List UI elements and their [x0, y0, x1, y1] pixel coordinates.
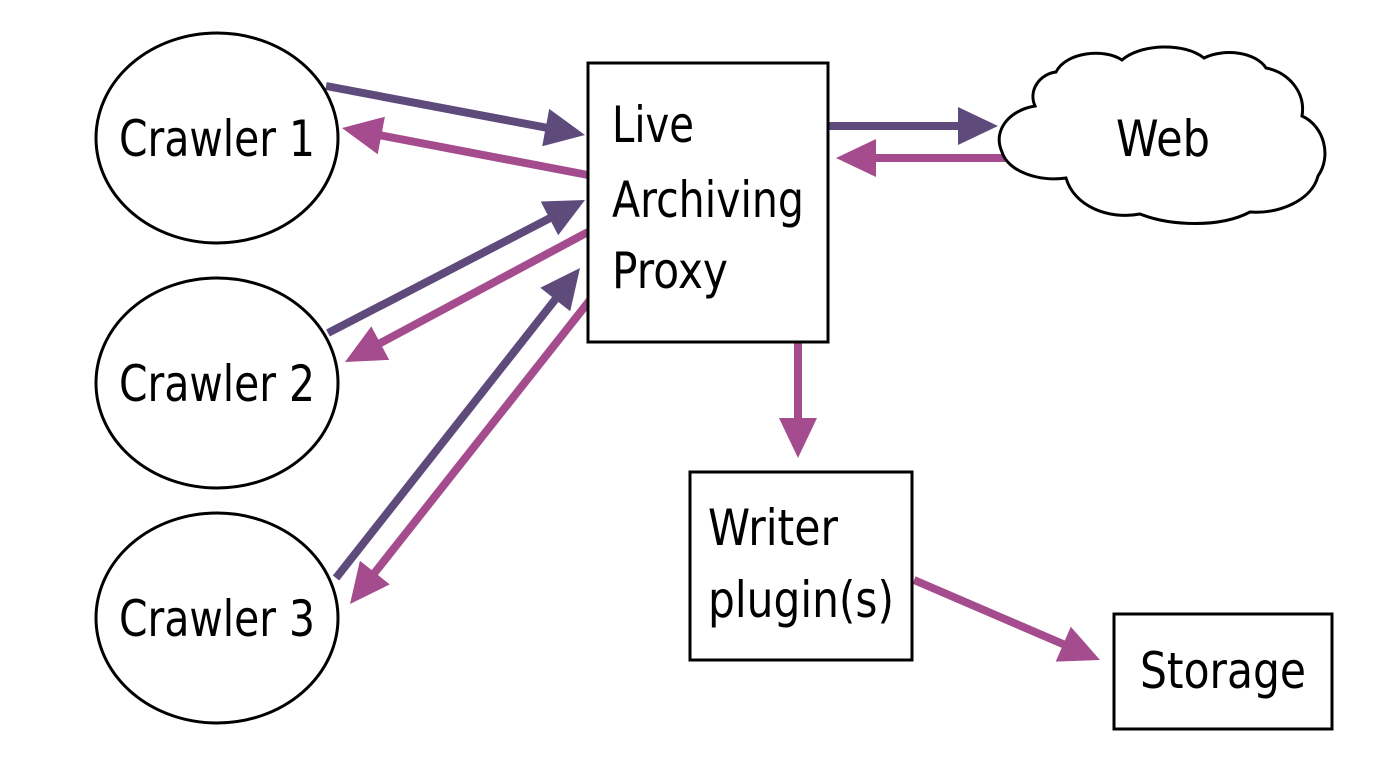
arrowhead-icon	[1055, 626, 1100, 662]
edge-line	[325, 82, 549, 132]
arrowhead-icon	[350, 560, 390, 604]
edge-crawler1-to-proxy	[325, 82, 585, 147]
crawler-1-node[interactable]: Crawler 1	[94, 31, 340, 245]
crawler-3-ellipse	[94, 511, 340, 725]
crawler-1-ellipse	[94, 31, 340, 245]
proxy-label-line-3: Proxy	[612, 242, 728, 300]
proxy-label-line-2: Archiving	[612, 171, 804, 229]
web-node[interactable]: Web	[997, 45, 1327, 225]
cloud-icon	[997, 45, 1327, 225]
edge-line	[376, 228, 590, 348]
edge-crawler3-to-proxy	[332, 268, 580, 581]
edge-proxy-to-web	[829, 107, 998, 145]
edges-layer	[325, 82, 1100, 662]
web-label: Web	[1116, 110, 1210, 168]
edge-writer-to-storage	[912, 576, 1100, 662]
edge-web-to-proxy	[836, 139, 1008, 177]
arrowhead-icon	[540, 200, 585, 236]
crawler-2-label: Crawler 2	[119, 355, 315, 413]
storage-node[interactable]: Storage	[1112, 612, 1334, 731]
edge-proxy-to-crawler1	[342, 116, 589, 179]
crawler-2-ellipse	[94, 276, 340, 490]
arrowhead-icon	[342, 116, 385, 155]
edge-line	[378, 131, 589, 179]
arrowhead-icon	[779, 418, 817, 458]
edge-line	[332, 295, 560, 581]
proxy-box	[586, 61, 830, 344]
edge-crawler2-to-proxy	[326, 200, 585, 337]
edge-line	[912, 576, 1067, 649]
writer-label-line-1: Writer	[708, 499, 838, 557]
writer-box	[688, 470, 914, 662]
storage-label: Storage	[1140, 642, 1306, 700]
proxy-node[interactable]: Live Archiving Proxy	[586, 61, 830, 344]
edge-proxy-to-crawler3	[350, 297, 594, 604]
proxy-label-line-1: Live	[612, 96, 694, 154]
storage-box	[1112, 612, 1334, 731]
crawler-1-label: Crawler 1	[119, 110, 315, 168]
edge-line	[326, 213, 554, 337]
crawler-2-node[interactable]: Crawler 2	[94, 276, 340, 490]
edge-line	[370, 297, 594, 577]
arrowhead-icon	[542, 108, 585, 147]
crawler-3-label: Crawler 3	[119, 590, 315, 648]
edge-proxy-to-crawler2	[345, 228, 590, 362]
arrowhead-icon	[958, 107, 998, 145]
arrowhead-icon	[345, 326, 390, 362]
writer-label-line-2: plugin(s)	[708, 571, 894, 629]
edge-proxy-to-writer	[779, 342, 817, 458]
arrowhead-icon	[836, 139, 876, 177]
crawler-3-node[interactable]: Crawler 3	[94, 511, 340, 725]
arrowhead-icon	[540, 268, 580, 312]
writer-node[interactable]: Writer plugin(s)	[688, 470, 914, 662]
